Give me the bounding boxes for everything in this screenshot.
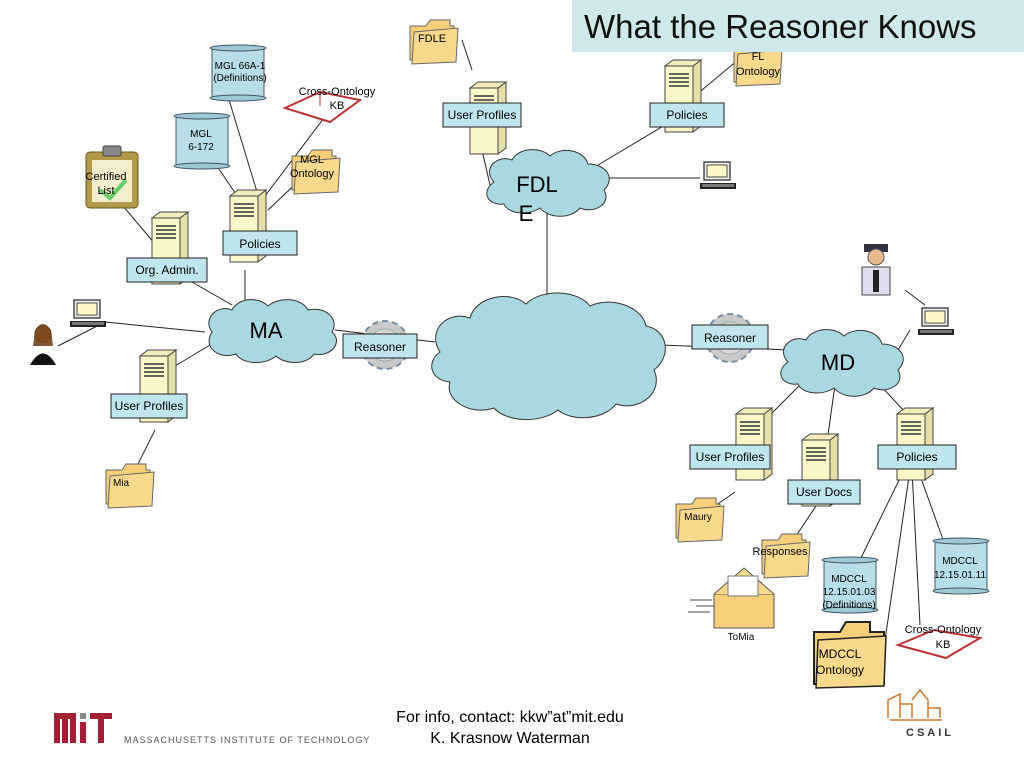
org-admin-label: Org. Admin.: [126, 257, 208, 283]
mdccl-ontology-label-2: Ontology: [816, 663, 864, 677]
certified-list-label-2: List: [97, 185, 114, 197]
ma-cloud: MA: [208, 299, 337, 363]
fl-ontology-label-1: FL: [752, 51, 765, 63]
svg-text:Mia: Mia: [113, 478, 130, 489]
certified-list-clipboard: Certified List: [85, 145, 139, 209]
svg-text:Policies: Policies: [666, 108, 707, 122]
cross-ontology-kb-md-label-1: Cross-Ontology: [905, 624, 982, 636]
mdccl11-label-1: MDCCL: [942, 556, 978, 567]
md-user-profiles-label: User Profiles: [689, 444, 771, 470]
fl-ontology-label-2: Ontology: [736, 66, 781, 78]
svg-text:User Profiles: User Profiles: [115, 399, 184, 413]
fdle-cloud-label-1: FDL: [516, 172, 558, 197]
svg-text:Policies: Policies: [896, 450, 937, 464]
email-envelope-icon: ToMia: [688, 567, 775, 643]
mgl-ontology-label-2: Ontology: [290, 168, 335, 180]
md-cloud: MD: [780, 329, 904, 397]
footer-contact: For info, contact: kkw”at”mit.edu: [396, 709, 624, 726]
mgl-66a-1-scroll: MGL 66A-1 (Definitions): [209, 44, 267, 102]
svg-text:Maury: Maury: [684, 512, 712, 523]
ma-policies-label: Policies: [222, 230, 298, 256]
mia-folder: Mia: [105, 463, 155, 509]
central-cloud: [431, 292, 666, 421]
fdle-folder: FDLE: [409, 19, 459, 65]
ma-cloud-label: MA: [250, 318, 283, 343]
mit-name: MASSACHUSETTS INSTITUTE OF TECHNOLOGY: [124, 735, 371, 745]
md-user-docs-label: User Docs: [787, 479, 861, 505]
md-cloud-label: MD: [821, 350, 855, 375]
ma-user-profiles-label: User Profiles: [110, 393, 188, 419]
ma-computer-icon: [69, 299, 107, 328]
certified-list-label-1: Certified: [86, 171, 127, 183]
envelope-label: ToMia: [728, 632, 755, 643]
mgl-6-172-scroll: MGL 6-172: [173, 112, 231, 170]
svg-text:Policies: Policies: [239, 237, 280, 251]
fdle-cloud: FDL E: [486, 149, 610, 226]
mdccl-ontology-label-1: MDCCL: [819, 647, 862, 661]
fdle-computer-icon: [699, 161, 737, 190]
csail-logo: [887, 688, 942, 721]
mdccl-ontology-folder: MDCCL Ontology: [813, 621, 887, 689]
mdccl-12-15-01-03-scroll: MDCCL 12.15.01.03 (Definitions): [821, 556, 879, 614]
svg-text:Responses: Responses: [752, 546, 808, 558]
mit-logo: [54, 713, 112, 743]
mgl-6-172-label-1: MGL: [190, 129, 212, 140]
mgl-66a-1-label-2: (Definitions): [213, 73, 266, 84]
mgl-ontology-label-1: MGL: [300, 154, 324, 166]
footer: For info, contact: kkw”at”mit.edu K. Kra…: [330, 707, 690, 749]
fdle-policies-label: Policies: [649, 102, 725, 128]
mgl-6-172-label-2: 6-172: [188, 142, 214, 153]
cross-ontology-kb-ma-label-2: KB: [330, 100, 345, 112]
md-computer-icon: [917, 307, 955, 336]
mgl-ontology-folder: MGL Ontology: [290, 149, 341, 195]
footer-author: K. Krasnow Waterman: [430, 730, 590, 747]
svg-text:Org. Admin.: Org. Admin.: [135, 263, 198, 277]
mdccl-12-15-01-11-scroll: MDCCL 12.15.01.11: [932, 537, 990, 595]
reasoner-ma-gear: Reasoner: [342, 320, 418, 370]
reasoner-md-label: Reasoner: [704, 331, 756, 345]
reasoner-md-gear: Reasoner: [691, 313, 769, 363]
svg-text:User Profiles: User Profiles: [448, 108, 517, 122]
mgl-66a-1-label-1: MGL 66A-1: [215, 61, 266, 72]
mdccl03-label-1: MDCCL: [831, 574, 867, 585]
svg-text:User Profiles: User Profiles: [696, 450, 765, 464]
fdle-cloud-label-2: E: [519, 201, 534, 226]
cross-ontology-kb-md-book: Cross-Ontology KB: [894, 624, 983, 660]
fdle-user-profiles-label: User Profiles: [442, 102, 522, 128]
person-icon-woman: [30, 324, 56, 365]
svg-text:FDLE: FDLE: [418, 33, 446, 45]
mdccl03-label-3: (Definitions): [822, 600, 875, 611]
police-officer-icon: [861, 244, 891, 296]
mdccl11-label-2: 12.15.01.11: [934, 570, 987, 581]
cross-ontology-kb-ma-label-1: Cross-Ontology: [299, 86, 376, 98]
title-banner: What the Reasoner Knows: [572, 0, 1024, 52]
fl-ontology-folder: FL Ontology: [733, 41, 783, 87]
reasoner-ma-label: Reasoner: [354, 340, 406, 354]
responses-folder: Responses: [752, 533, 811, 579]
mdccl03-label-2: 12.15.01.03: [823, 587, 876, 598]
svg-text:User Docs: User Docs: [796, 485, 852, 499]
md-policies-label: Policies: [877, 444, 957, 470]
cross-ontology-kb-md-label-2: KB: [936, 639, 951, 651]
maury-folder: Maury: [675, 497, 725, 543]
csail-name: CSAIL: [906, 727, 954, 739]
page-title: What the Reasoner Knows: [584, 8, 977, 45]
cross-ontology-kb-ma-book: Cross-Ontology KB: [282, 86, 376, 124]
